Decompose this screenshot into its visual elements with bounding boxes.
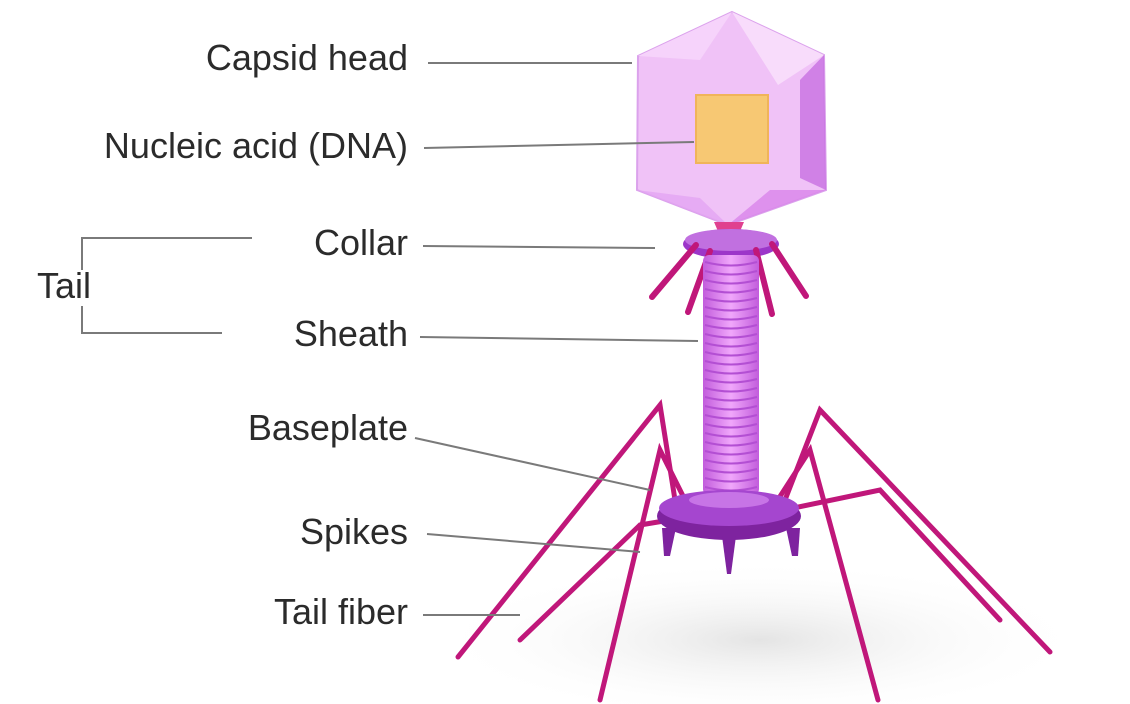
label-spikes: Spikes — [300, 514, 408, 550]
baseplate — [657, 490, 801, 540]
sheath — [703, 255, 759, 495]
label-baseplate: Baseplate — [248, 410, 408, 446]
label-tail: Tail — [37, 268, 91, 304]
label-capsid-head: Capsid head — [206, 40, 408, 76]
label-tail-fiber: Tail fiber — [274, 594, 408, 630]
label-collar: Collar — [314, 225, 408, 261]
nucleic-acid-dna — [696, 95, 768, 163]
label-nucleic-acid: Nucleic acid (DNA) — [104, 128, 408, 164]
label-sheath: Sheath — [294, 316, 408, 352]
